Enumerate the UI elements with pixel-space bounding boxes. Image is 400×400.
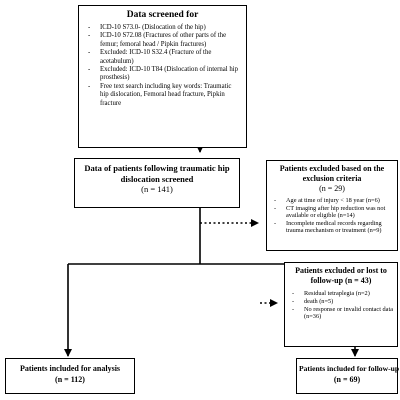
followup-title: Patients included for follow-up <box>299 364 400 373</box>
list-item: ICD-10 S73.0- (Dislocation of the hip) <box>84 24 241 33</box>
analysis-box: Patients included for analysis (n = 112) <box>5 358 135 394</box>
patients-screened-title: Data of patients following traumatic hip… <box>84 163 230 184</box>
list-item: Residual tetraplegia (n=2) <box>288 290 394 298</box>
excluded-criteria-box: Patients excluded based on the exclusion… <box>266 160 398 251</box>
analysis-title: Patients included for analysis <box>19 364 121 373</box>
list-item: death (n=5) <box>288 298 394 306</box>
list-item: ICD-10 S72.08 (Fractures of other parts … <box>84 32 241 49</box>
excluded-criteria-title: Patients excluded based on the exclusion… <box>279 164 385 183</box>
patients-screened-box: Data of patients following traumatic hip… <box>74 158 240 208</box>
excluded-followup-list: Residual tetraplegia (n=2) death (n=5) N… <box>288 290 394 321</box>
excluded-followup-title: Patients excluded or lost to follow-up (… <box>295 266 387 285</box>
analysis-count: (n = 112) <box>55 375 85 384</box>
list-item: Age at time of injury < 18 year (n=6) <box>270 197 394 205</box>
screened-box: Data screened for ICD-10 S73.0- (Disloca… <box>78 5 247 148</box>
followup-count: (n = 69) <box>333 375 361 384</box>
list-item: Excluded: ICD-10 S32.4 (Fracture of the … <box>84 49 241 66</box>
followup-box: Patients included for follow-up (n = 69) <box>296 358 400 394</box>
screened-title: Data screened for <box>126 10 199 20</box>
list-item: Incomplete medical records regarding tra… <box>270 220 394 235</box>
list-item: CT imaging after hip reduction was not a… <box>270 205 394 220</box>
patients-screened-count: (n = 141) <box>141 184 173 194</box>
screened-list: ICD-10 S73.0- (Dislocation of the hip) I… <box>84 24 241 108</box>
list-item: Free text search including key words: Tr… <box>84 83 241 108</box>
excluded-criteria-count: (n = 29) <box>319 184 345 193</box>
list-item: Excluded: ICD-10 T84 (Dislocation of int… <box>84 66 241 83</box>
list-item: No response or invalid contact data (n=3… <box>288 306 394 322</box>
excluded-followup-box: Patients excluded or lost to follow-up (… <box>284 262 398 347</box>
excluded-criteria-list: Age at time of injury < 18 year (n=6) CT… <box>270 197 394 235</box>
